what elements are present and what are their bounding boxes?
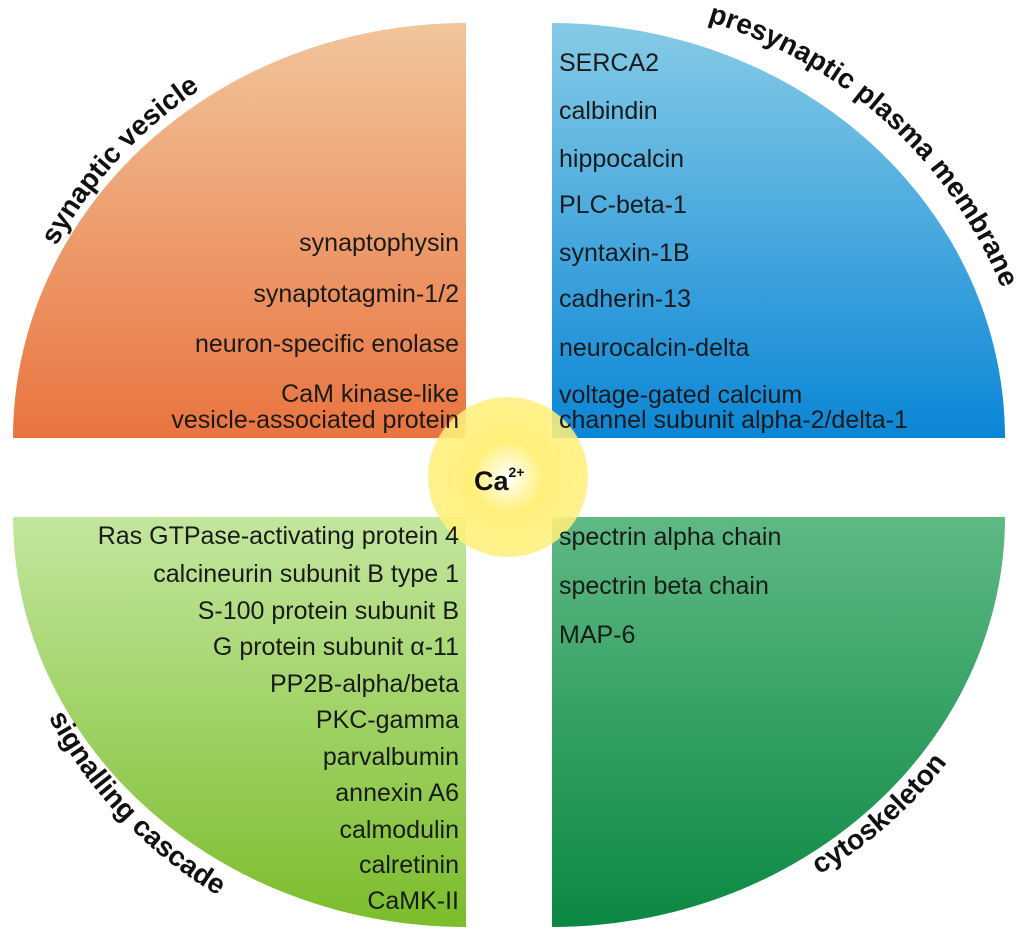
calcium-ion-glow <box>428 397 588 557</box>
list-item: synaptotagmin-1/2 <box>253 280 459 308</box>
list-signalling-cascade: Ras GTPase-activating protein 4 calcineu… <box>98 522 459 915</box>
list-item: voltage-gated calcium <box>559 381 802 409</box>
quadrant-synaptic-vesicle <box>13 23 466 438</box>
list-presynaptic-plasma-membrane: SERCA2 calbindin hippocalcin PLC-beta-1 … <box>559 49 908 434</box>
list-item: parvalbumin <box>323 743 459 771</box>
list-item: SERCA2 <box>559 49 659 77</box>
list-item: Ras GTPase-activating protein 4 <box>98 522 459 550</box>
list-item: MAP-6 <box>559 621 635 649</box>
quadrant-signalling-cascade <box>13 517 466 927</box>
list-item: calretinin <box>359 851 459 879</box>
list-item: calcineurin subunit B type 1 <box>153 560 459 588</box>
list-item: G protein subunit α-11 <box>213 633 459 661</box>
list-item: neurocalcin-delta <box>559 334 749 362</box>
list-item: PP2B-alpha/beta <box>270 670 459 698</box>
list-item: vesicle-associated protein <box>171 406 459 434</box>
list-item: hippocalcin <box>559 145 684 173</box>
list-item: CaMK-II <box>367 887 459 915</box>
list-item: annexin A6 <box>335 779 459 807</box>
list-item: neuron-specific enolase <box>195 330 459 358</box>
list-cytoskeleton: spectrin alpha chain spectrin beta chain… <box>559 523 781 649</box>
calcium-ion-label: Ca2+ <box>474 464 524 496</box>
list-synaptic-vesicle: synaptophysin synaptotagmin-1/2 neuron-s… <box>171 229 459 434</box>
list-item: cadherin-13 <box>559 285 691 313</box>
list-item: calbindin <box>559 97 658 125</box>
list-item: calmodulin <box>339 816 459 844</box>
list-item: synaptophysin <box>299 229 459 257</box>
list-item: CaM kinase-like <box>281 380 459 408</box>
quadrant-presynaptic-plasma-membrane <box>552 23 1005 438</box>
list-item: spectrin alpha chain <box>559 523 781 551</box>
list-item: channel subunit alpha-2/delta-1 <box>559 406 908 434</box>
list-item: syntaxin-1B <box>559 239 690 267</box>
list-item: PLC-beta-1 <box>559 191 687 219</box>
quadrant-cytoskeleton <box>552 517 1005 927</box>
list-item: spectrin beta chain <box>559 572 769 600</box>
list-item: PKC-gamma <box>316 706 459 734</box>
list-item: S-100 protein subunit B <box>198 597 459 625</box>
